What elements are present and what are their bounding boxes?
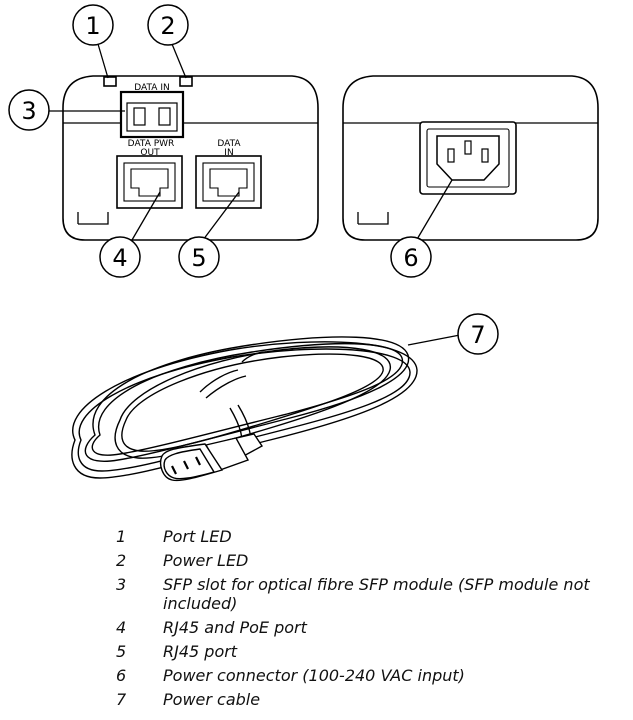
callout-1: 1 — [72, 4, 114, 46]
legend-text: RJ45 and PoE port — [163, 618, 307, 637]
legend-item: 1 Port LED — [0, 527, 633, 546]
legend-number: 2 — [116, 551, 127, 570]
svg-text:1: 1 — [85, 12, 100, 40]
callout-2: 2 — [147, 4, 189, 46]
rj45-poe-port — [116, 155, 183, 209]
callout-7: 7 — [457, 313, 499, 355]
callout-5: 5 — [178, 236, 220, 278]
injector-front-view — [62, 75, 319, 241]
legend-text: Power cable — [163, 690, 261, 709]
data-pwr-out-label: DATA PWR — [128, 139, 175, 149]
legend-item: 5 RJ45 port — [0, 642, 633, 661]
power-cable-plug — [159, 433, 264, 482]
legend-text: Power connector (100-240 VAC input) — [163, 666, 465, 685]
svg-text:4: 4 — [112, 244, 127, 272]
legend-item: 6 Power connector (100-240 VAC input) — [0, 666, 633, 685]
power-led — [179, 76, 193, 87]
svg-text:5: 5 — [191, 244, 206, 272]
data-in-port-label-2: IN — [224, 148, 233, 158]
power-connector — [419, 121, 517, 195]
svg-text:6: 6 — [403, 244, 418, 272]
callout-3: 3 — [8, 89, 50, 131]
legend-number: 4 — [116, 618, 127, 637]
legend-item: 7 Power cable — [0, 690, 633, 709]
legend-number: 7 — [116, 690, 127, 709]
data-in-port-label: DATA — [217, 139, 241, 149]
legend-number: 3 — [116, 575, 127, 594]
port-led — [103, 76, 117, 87]
legend-item: 4 RJ45 and PoE port — [0, 618, 633, 637]
callout-4: 4 — [99, 236, 141, 278]
power-cable — [71, 336, 418, 479]
legend-text: RJ45 port — [163, 642, 238, 661]
legend-number: 1 — [116, 527, 127, 546]
sfp-data-in-label: DATA IN — [134, 83, 169, 93]
legend-number: 6 — [116, 666, 127, 685]
data-pwr-out-label-2: OUT — [140, 148, 160, 158]
svg-text:2: 2 — [160, 12, 175, 40]
svg-text:3: 3 — [21, 97, 36, 125]
callout-6: 6 — [390, 236, 432, 278]
callout-leaders — [49, 43, 461, 346]
legend: 1 Port LED 2 Power LED 3 SFP slot for op… — [0, 527, 633, 714]
legend-text: Port LED — [163, 527, 232, 546]
legend-item: 3 SFP slot for optical fibre SFP module … — [0, 575, 633, 613]
legend-text: SFP slot for optical fibre SFP module (S… — [163, 575, 590, 613]
rj45-data-port — [195, 155, 262, 209]
legend-number: 5 — [116, 642, 127, 661]
sfp-slot — [119, 90, 185, 139]
legend-item: 2 Power LED — [0, 551, 633, 570]
legend-text: Power LED — [163, 551, 249, 570]
injector-rear-view — [342, 75, 599, 241]
svg-text:7: 7 — [470, 321, 485, 349]
